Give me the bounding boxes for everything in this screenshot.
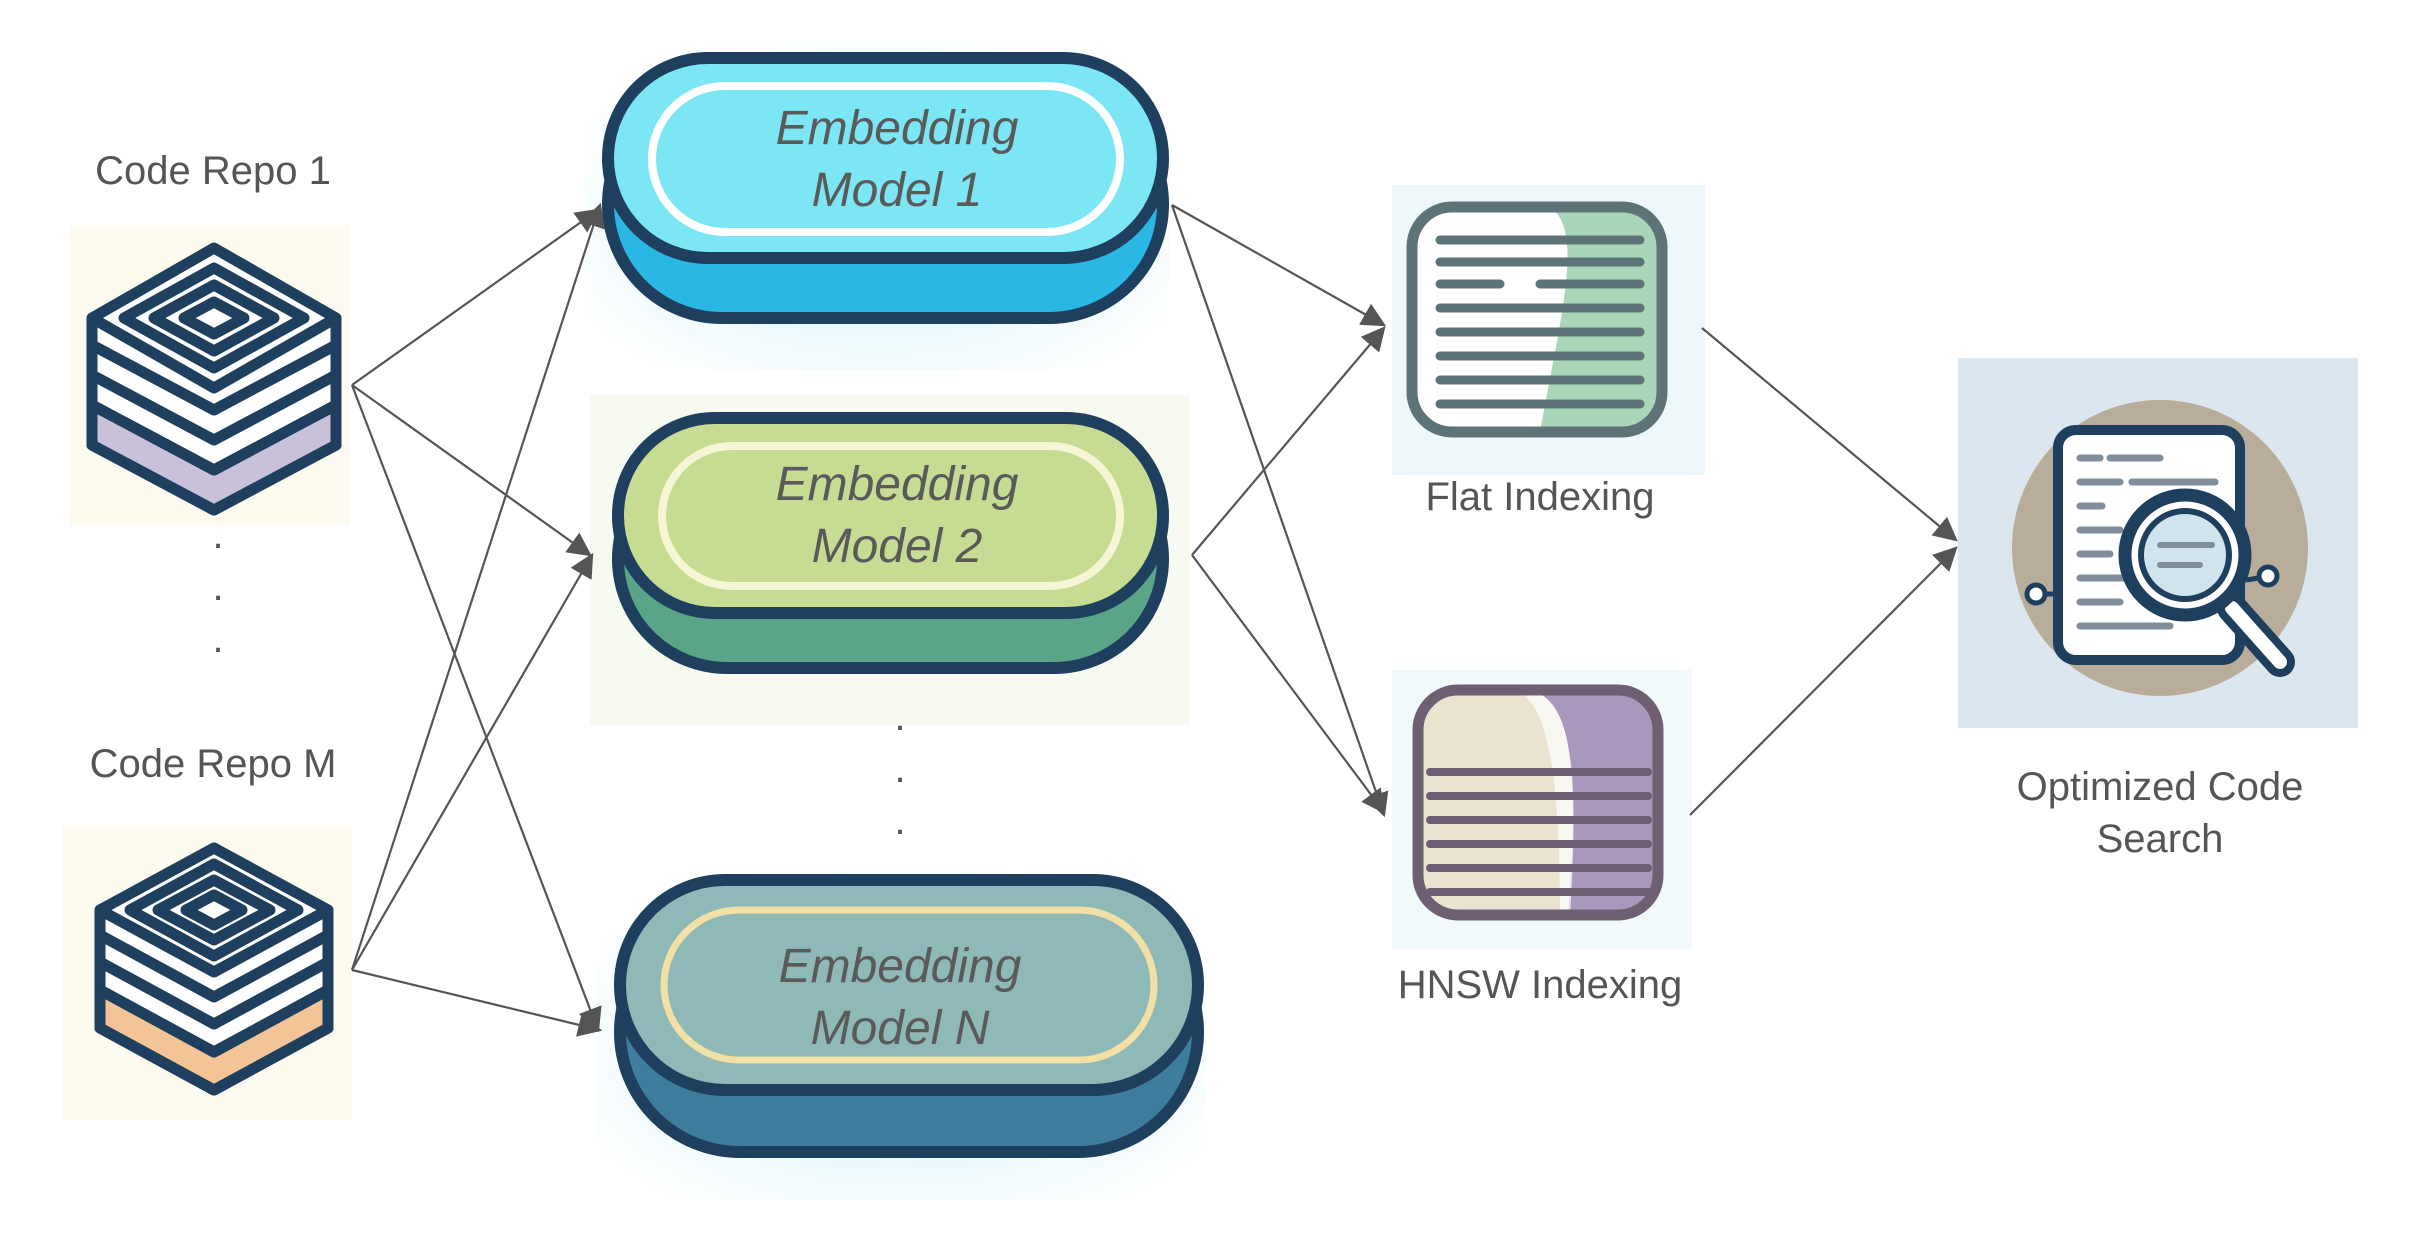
arrow-repo1-to-model1	[351, 208, 600, 386]
arrow-repo1-to-modeln	[350, 384, 602, 1033]
arrow-hnsw-to-search	[1689, 546, 1958, 816]
code-repo-m-icon	[94, 842, 334, 1096]
model-2-label-line2: Model 2	[812, 520, 983, 573]
repo-ellipsis-dot-3: .	[212, 617, 223, 661]
code-search-label-line1: Optimized Code	[2017, 765, 2304, 809]
arrow-repo1-to-model2	[351, 384, 592, 557]
arrow-repom-to-modeln	[351, 968, 603, 1037]
model-1-top	[602, 52, 1169, 264]
arrow-flat-to-search	[1701, 327, 1958, 542]
model-n-ring	[660, 906, 1158, 1064]
arrow-model1-to-hnsw	[1170, 204, 1389, 818]
hnsw-index-label: HNSW Indexing	[1398, 963, 1683, 1007]
code-repo-1-icon	[86, 242, 342, 516]
embedding-model-n: Embedding Model N	[596, 870, 1206, 1200]
flat-index: Flat Indexing	[1392, 185, 1705, 519]
flat-index-icon	[1406, 201, 1668, 438]
arrow-repom-to-model1	[350, 202, 605, 971]
code-search-icon	[2012, 400, 2308, 696]
hnsw-index-icon	[1412, 684, 1664, 921]
model-2-label-line1: Embedding	[776, 458, 1019, 511]
model-2-top	[612, 412, 1169, 619]
model-n-label-line2: Model N	[811, 1002, 990, 1055]
hnsw-index: HNSW Indexing	[1392, 670, 1692, 1007]
repo-ellipsis-dot-1: .	[212, 513, 223, 557]
arrow-model1-to-flat	[1171, 204, 1387, 327]
model-ellipsis-dot-3: .	[894, 799, 905, 843]
embedding-model-2: Embedding Model 2	[590, 395, 1190, 725]
model-n-label-line1: Embedding	[779, 940, 1022, 993]
repo-ellipsis: . . .	[212, 513, 223, 661]
model-ellipsis-dot-2: .	[894, 747, 905, 791]
repo-ellipsis-dot-2: .	[212, 565, 223, 609]
model-ellipsis: . . .	[894, 695, 905, 843]
flat-index-label: Flat Indexing	[1425, 475, 1654, 519]
model-ellipsis-dot-1: .	[894, 695, 905, 739]
connector-arrows	[350, 202, 1958, 1037]
code-search-label-line2: Search	[2097, 817, 2224, 861]
model-n-top	[614, 874, 1204, 1096]
code-repo-1: Code Repo 1	[70, 149, 350, 525]
model-1-ring	[648, 82, 1124, 236]
arrow-model2-to-flat	[1191, 326, 1386, 556]
code-repo-m: Code Repo M	[62, 742, 352, 1120]
model-2-ring	[658, 442, 1124, 590]
arrow-model2-to-hnsw	[1191, 554, 1386, 814]
code-repo-m-label: Code Repo M	[90, 742, 337, 786]
arrow-repom-to-model2	[351, 552, 594, 971]
optimized-code-search: Optimized Code Search	[1958, 358, 2358, 861]
embedding-model-1: Embedding Model 1	[585, 40, 1170, 370]
model-1-label-line2: Model 1	[812, 164, 983, 217]
code-repo-1-label: Code Repo 1	[95, 149, 331, 193]
model-1-label-line1: Embedding	[776, 102, 1019, 155]
